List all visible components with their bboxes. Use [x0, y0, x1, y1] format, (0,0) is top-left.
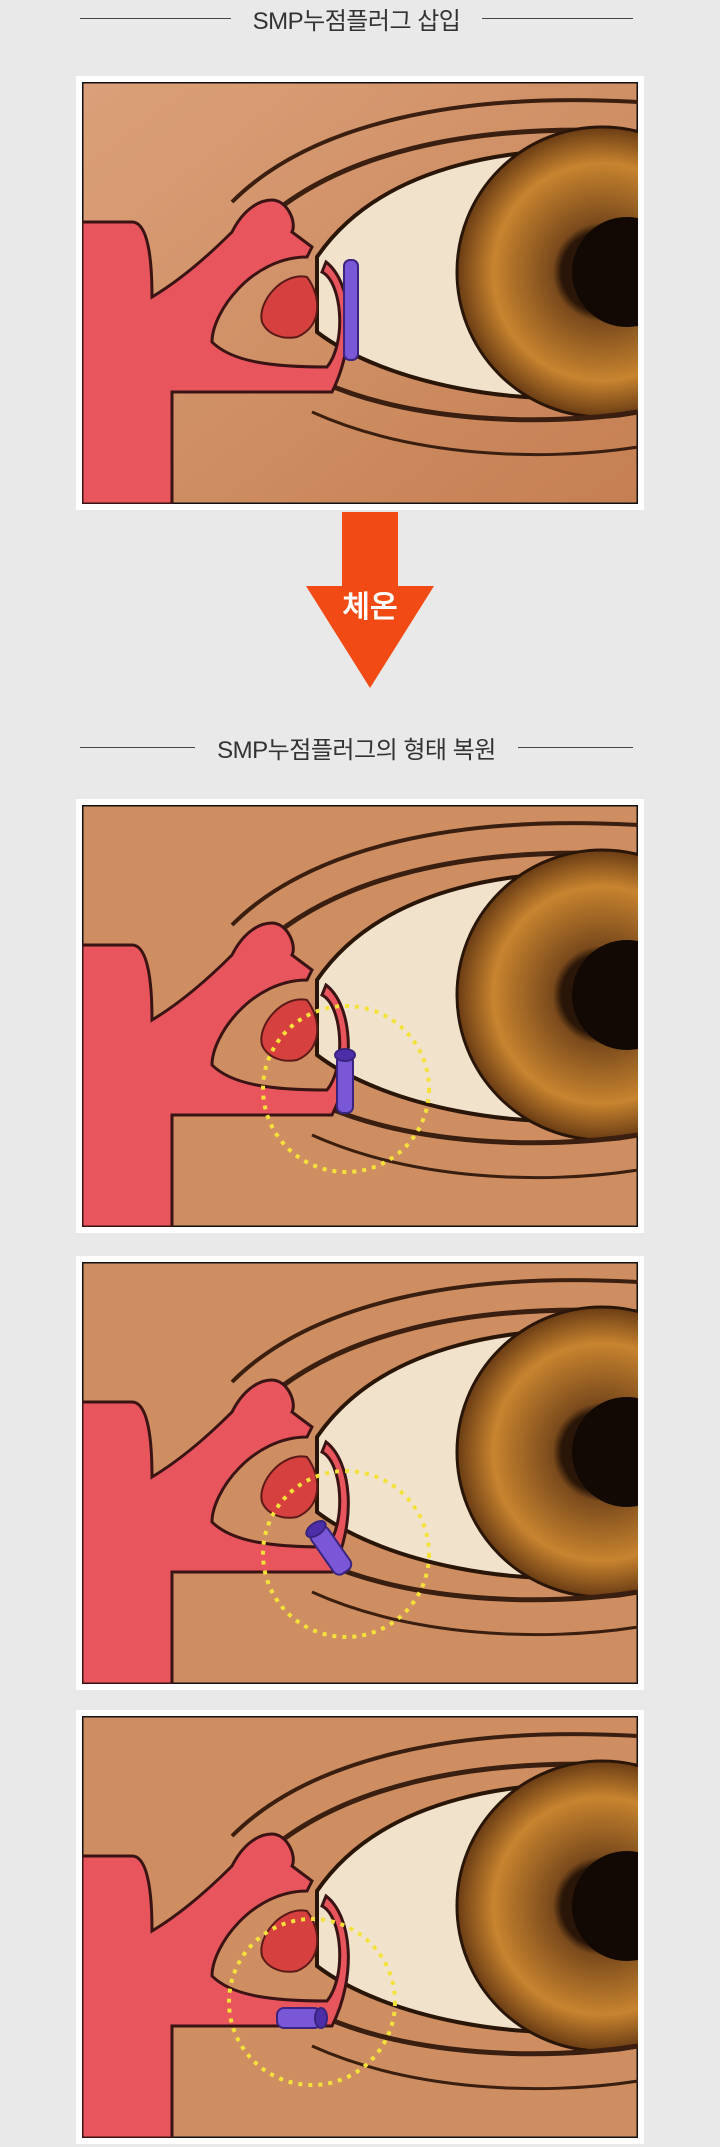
illustration-plug-inserted: [76, 76, 644, 510]
section-one-title: SMP누점플러그 삽입: [252, 7, 461, 35]
transition-arrow: 체온: [306, 512, 434, 688]
illustration-plug-restore-step-3: [76, 1710, 644, 2144]
highlight-ring: [261, 1004, 431, 1174]
section-one-heading: SMP누점플러그 삽입: [80, 0, 633, 36]
divider-right: [482, 17, 633, 19]
divider-right: [517, 746, 633, 748]
illustration-plug-restore-step-2: [76, 1256, 644, 1690]
punctal-plug: [336, 1054, 354, 1114]
divider-left: [80, 746, 196, 748]
eye-illustration-1: [82, 82, 638, 504]
highlight-ring: [261, 1469, 431, 1639]
highlight-ring: [227, 1917, 397, 2087]
illustration-plug-restore-step-1: [76, 799, 644, 1233]
eye-illustration-3: [82, 1262, 638, 1684]
eye-illustration-2: [82, 805, 638, 1227]
punctal-plug: [276, 2007, 328, 2029]
eye-illustration-4: [82, 1716, 638, 2138]
punctal-plug: [305, 1520, 353, 1576]
down-arrow-icon: [306, 512, 434, 688]
arrow-label: 체온: [342, 591, 398, 624]
section-two-heading: SMP누점플러그의 형태 복원: [80, 729, 633, 765]
section-two-title: SMP누점플러그의 형태 복원: [217, 736, 496, 764]
divider-left: [80, 17, 231, 19]
punctal-plug: [343, 259, 359, 361]
